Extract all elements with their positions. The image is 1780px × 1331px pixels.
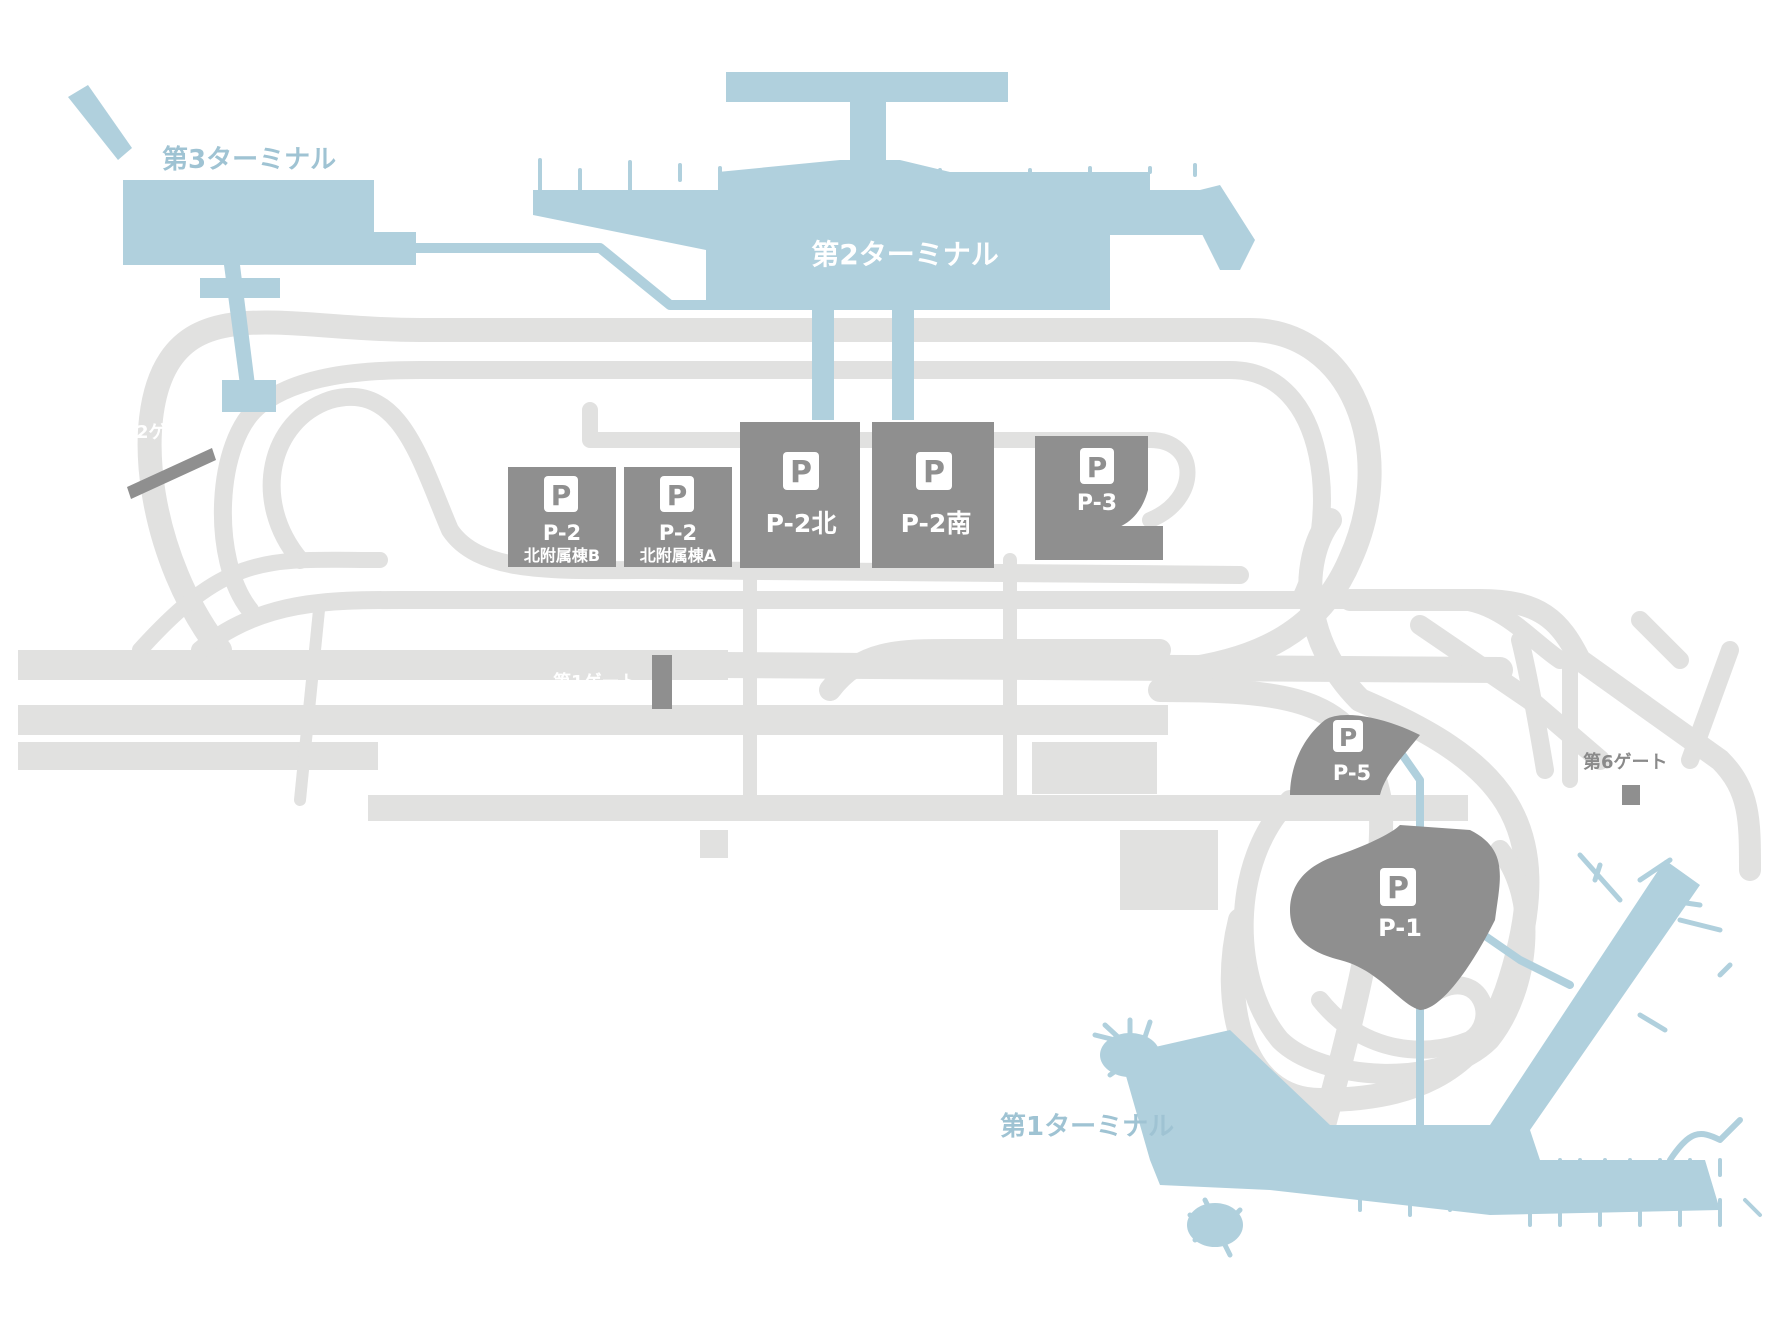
road-network <box>18 310 1761 1152</box>
terminal-1-east-gates <box>1577 852 1733 1033</box>
parking-p3-name: P-3 <box>1077 491 1117 516</box>
parking-p1-p-symbol: P <box>1387 871 1409 906</box>
parking-p5-area <box>1290 715 1420 795</box>
terminal-2-label: 第2ターミナル <box>811 238 998 271</box>
parking-p2s-p-symbol: P <box>923 455 945 490</box>
road-east-west-arc <box>1148 678 1432 1152</box>
road-t1-inner-loop <box>1233 790 1536 1084</box>
parking-p2b-name: P-2 <box>543 521 581 545</box>
parking-p5[interactable]: P P-5 <box>1290 715 1420 795</box>
terminal-3: 第3ターミナル <box>68 85 735 412</box>
parking-p3[interactable]: P P-3 <box>1035 436 1163 560</box>
road-vertical-west <box>294 594 326 806</box>
parking-p3-p-badge <box>1080 448 1114 484</box>
terminal-1-south-gates <box>1358 1158 1762 1227</box>
parking-p1[interactable]: P P-1 <box>1290 825 1500 1010</box>
road-stub <box>700 830 728 858</box>
parking-p5-p-symbol: P <box>1339 723 1357 752</box>
terminal-2: 第2ターミナル <box>533 72 1255 420</box>
road-east-1 <box>1339 589 1761 881</box>
gate-1-label: 第1ゲート <box>553 671 638 693</box>
terminal-2-link-west <box>812 310 834 420</box>
terminal-3-label: 第3ターミナル <box>162 144 336 175</box>
parking-p2a-p-symbol: P <box>667 479 688 512</box>
terminal-3-satellite <box>222 380 276 412</box>
road-parking-access <box>582 402 1196 528</box>
parking-p2n-area <box>740 422 860 568</box>
gate-6-bar <box>1622 785 1640 805</box>
gates: 第2ゲート 第1ゲート 第6ゲート <box>118 421 1668 805</box>
terminal-1-label: 第1ターミナル <box>1000 1111 1174 1142</box>
highway-middle <box>18 705 1168 735</box>
terminal-2-stem <box>850 100 886 170</box>
gate-2-bar <box>127 448 216 499</box>
terminal-2-gate-stubs <box>538 158 1197 192</box>
parking-p2s-p-badge <box>916 452 952 490</box>
parking-p2b-p-badge <box>544 476 578 512</box>
terminal-3-connector <box>224 265 255 385</box>
block-c <box>1120 830 1218 910</box>
parking-p2n-p-badge <box>783 452 819 490</box>
terminal-2-building <box>533 160 1250 310</box>
parking-p5-p-badge <box>1333 720 1363 752</box>
parking-p1-name: P-1 <box>1378 914 1422 942</box>
terminal-2-top-bar <box>726 72 1008 102</box>
road-east-4 <box>1631 611 1689 669</box>
parking-p2-north[interactable]: P P-2北 <box>740 422 860 568</box>
parking-p5-name: P-5 <box>1333 761 1371 785</box>
parking-p3-lower <box>1035 526 1163 560</box>
parking-p3-p-symbol: P <box>1087 451 1108 484</box>
terminal-2-link-east <box>892 310 914 420</box>
terminal-2-east-pier <box>1200 185 1255 270</box>
parking-p2a-name: P-2 <box>659 521 697 545</box>
road-west-ramp <box>132 551 388 658</box>
road-inner-curve <box>262 387 1249 584</box>
road-east-3 <box>1511 631 1554 779</box>
terminal-3-link <box>411 243 735 310</box>
road-cross-600 <box>191 591 1569 669</box>
block-b <box>1032 742 1157 794</box>
parking-p2a-p-badge <box>660 476 694 512</box>
gate-6-label: 第6ゲート <box>1583 751 1668 773</box>
road-east-5 <box>1681 641 1739 769</box>
parking-areas: P P-2 北附属棟B P P-2 北附属棟A P P-2北 P P-2南 <box>508 422 1500 1010</box>
terminal-1-satellite-gates <box>1092 1017 1243 1258</box>
road-t1-innermost <box>1311 976 1494 1059</box>
parking-p1-p-badge <box>1380 868 1416 906</box>
parking-p2-south[interactable]: P P-2南 <box>872 422 994 568</box>
parking-p2s-name: P-2南 <box>901 509 972 538</box>
road-center-arc <box>819 639 1171 701</box>
road-inner-loop <box>213 361 1331 619</box>
terminal-3-building <box>123 180 416 265</box>
highway-lower-west <box>18 742 378 770</box>
parking-p2s-area <box>872 422 994 568</box>
terminal-1-east-wing <box>1667 1117 1743 1163</box>
parking-p2b-sub: 北附属棟B <box>524 546 600 565</box>
parking-p2a-sub: 北附属棟A <box>640 546 717 565</box>
terminal-1-satellite-west <box>1100 1033 1160 1077</box>
highway-lower <box>368 795 1468 821</box>
parking-p2-north-annex-b[interactable]: P P-2 北附属棟B <box>508 467 616 567</box>
parking-p1-area <box>1290 825 1500 1010</box>
gate-1-bar <box>652 655 672 709</box>
parking-p2-north-annex-a[interactable]: P P-2 北附属棟A <box>624 467 732 567</box>
terminal-3-pier <box>68 85 132 160</box>
parking-p2b-p-symbol: P <box>551 479 572 512</box>
parking-p2n-p-symbol: P <box>790 455 812 490</box>
terminal-1-building <box>1120 860 1720 1215</box>
parking-p2n-name: P-2北 <box>766 509 837 538</box>
gate-2-label: 第2ゲート <box>118 421 203 443</box>
